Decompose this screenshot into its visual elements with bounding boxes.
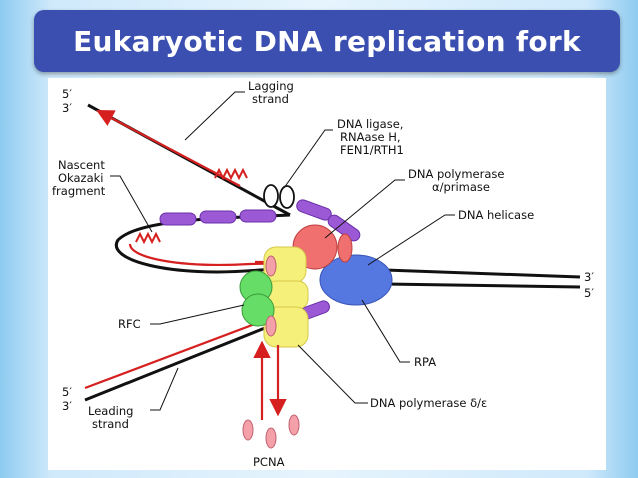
pol-alpha-clamp	[337, 233, 353, 263]
okazaki-fragment	[128, 243, 301, 266]
free-pcna	[265, 427, 277, 449]
dna-ligase-complex	[263, 184, 295, 209]
label-bottom-3prime: 3′	[62, 399, 72, 413]
label-rpa: RPA	[414, 355, 436, 369]
label-right-5prime: 5′	[584, 286, 594, 300]
leader-rfc	[150, 304, 245, 325]
leader-pol-delta	[297, 344, 368, 404]
label-top-3prime: 3′	[62, 101, 72, 115]
rna-primer-loop	[135, 231, 161, 245]
free-pcna	[288, 414, 300, 436]
label-leading-1: Leading	[88, 404, 133, 418]
label-lagging-1: Lagging	[248, 79, 294, 93]
lagging-nascent-strand	[96, 109, 241, 187]
label-pol-alpha-1: DNA polymerase	[408, 167, 504, 181]
label-rfc: RFC	[118, 317, 141, 331]
leader-helicase	[367, 214, 455, 266]
rpa-segment	[327, 214, 361, 242]
label-top-5prime: 5′	[62, 87, 72, 101]
label-okazaki-1: Nascent	[58, 158, 105, 172]
label-leading-2: strand	[92, 417, 129, 431]
label-okazaki-2: Okazaki	[58, 171, 104, 185]
rpa-segment	[296, 199, 332, 221]
parental-strand-bottom	[384, 282, 581, 289]
leader-lines	[110, 91, 455, 411]
ligase-unit	[263, 184, 279, 208]
label-helicase: DNA helicase	[458, 208, 534, 222]
pol-delta-block	[263, 306, 309, 348]
label-lagging-2: strand	[252, 92, 289, 106]
title-bar: Eukaryotic DNA replication fork	[34, 10, 620, 72]
rna-primer-upper	[214, 167, 248, 181]
rfc-unit	[241, 293, 275, 327]
slide-title: Eukaryotic DNA replication fork	[73, 24, 581, 58]
label-pol-delta: DNA polymerase δ/ε	[370, 396, 487, 410]
leader-rpa	[361, 299, 410, 363]
leader-lagging	[184, 91, 245, 141]
pcna-ring	[265, 315, 277, 337]
leader-pol-alpha	[324, 179, 405, 239]
label-ligase-1: DNA ligase,	[337, 117, 403, 131]
label-ligase-3: FEN1/RTH1	[340, 143, 404, 157]
leader-leading	[150, 367, 179, 411]
parental-strand-top	[384, 268, 581, 279]
pol-delta-epsilon	[263, 246, 309, 348]
label-ligase-2: RNAase H,	[340, 130, 401, 144]
label-pol-alpha-2: α/primase	[432, 180, 490, 194]
rpa-segment	[199, 210, 237, 224]
leader-ligase	[283, 129, 333, 189]
label-bottom-5prime: 5′	[62, 385, 72, 399]
label-okazaki-3: fragment	[52, 184, 106, 198]
label-pcna: PCNA	[253, 455, 285, 469]
free-pcna	[242, 419, 254, 441]
pcna-ring	[265, 255, 277, 277]
ligase-unit	[279, 185, 295, 209]
label-right-3prime: 3′	[584, 270, 594, 284]
dna-helicase	[319, 254, 393, 306]
rpa-segment	[239, 209, 277, 223]
leader-okazaki	[110, 175, 153, 233]
rpa-segment	[159, 212, 197, 226]
